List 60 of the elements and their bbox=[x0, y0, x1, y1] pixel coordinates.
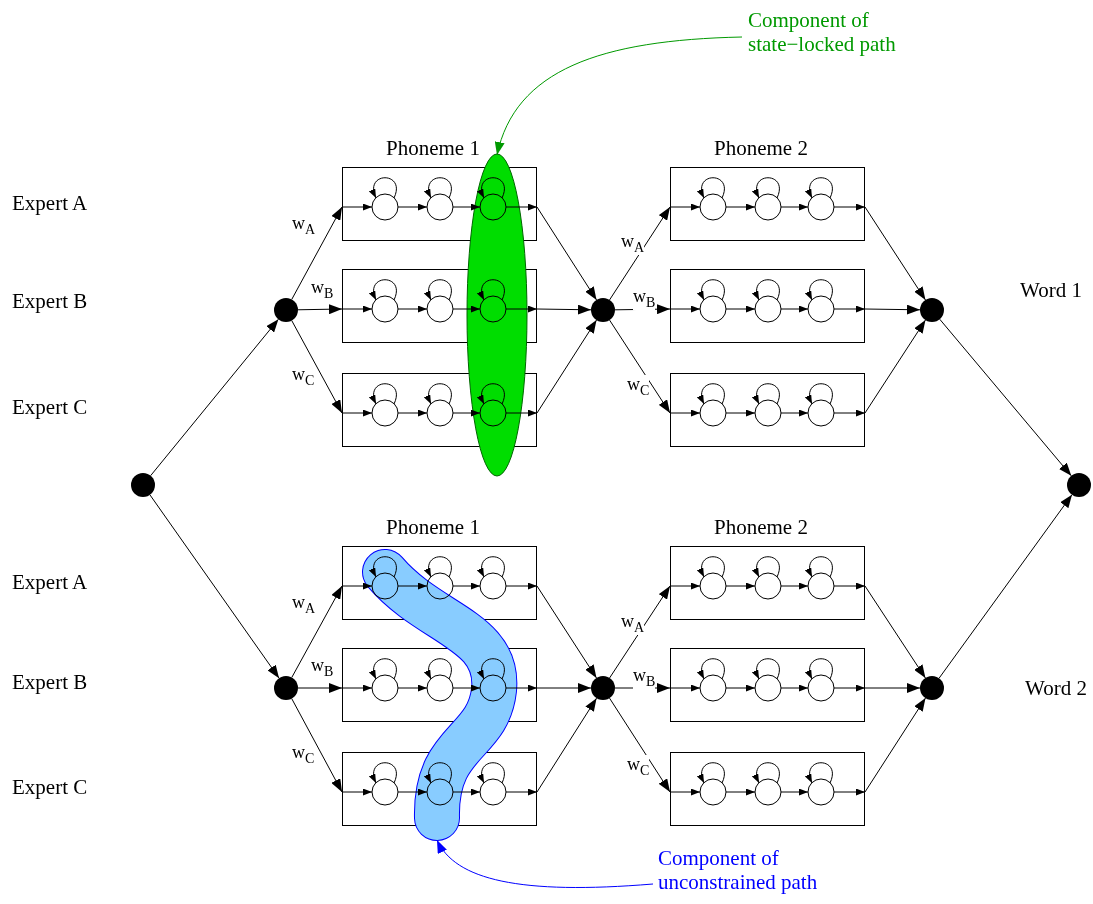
arrow bbox=[536, 697, 598, 793]
arrow bbox=[609, 319, 671, 414]
leader-line bbox=[436, 839, 654, 888]
edge-label: w$_{C}$ bbox=[627, 375, 650, 398]
group-label: Phoneme 2 bbox=[714, 515, 808, 540]
arrow bbox=[609, 697, 671, 793]
group-label: Expert A bbox=[12, 570, 88, 595]
group-label: Expert A bbox=[12, 191, 88, 216]
phoneme-model-box bbox=[670, 373, 865, 447]
group-label: Expert B bbox=[12, 289, 88, 314]
arrow bbox=[150, 318, 279, 477]
word-label: Word 1 bbox=[1020, 278, 1082, 303]
arrow bbox=[536, 304, 592, 315]
arrow bbox=[291, 206, 343, 300]
group-label: Expert C bbox=[12, 395, 88, 420]
arrow bbox=[291, 698, 343, 793]
arrow bbox=[291, 585, 343, 678]
phoneme-model-box bbox=[670, 269, 865, 343]
arrow bbox=[536, 319, 598, 414]
arrow bbox=[864, 683, 921, 693]
arrow bbox=[864, 206, 926, 301]
junction-dot bbox=[920, 298, 944, 322]
arrow bbox=[609, 585, 671, 679]
phoneme-model-box bbox=[670, 546, 865, 620]
arrow bbox=[536, 206, 598, 301]
junction-dot bbox=[274, 298, 298, 322]
arrow bbox=[939, 318, 1072, 477]
arrow bbox=[297, 683, 343, 693]
group-label: Phoneme 1 bbox=[386, 136, 480, 161]
arrow bbox=[864, 304, 921, 315]
junction-dot bbox=[274, 676, 298, 700]
junction-dot bbox=[131, 473, 155, 497]
callout-text: Component of state−locked path bbox=[748, 8, 897, 57]
arrow bbox=[938, 494, 1073, 679]
arrow bbox=[609, 206, 671, 301]
edge-label: w$_{C}$ bbox=[627, 755, 650, 778]
arrow bbox=[536, 683, 592, 693]
leader-line bbox=[495, 36, 743, 156]
junction-dot bbox=[591, 298, 615, 322]
arrow bbox=[149, 494, 280, 679]
arrow bbox=[864, 697, 926, 793]
arrow bbox=[297, 304, 343, 315]
arrow bbox=[864, 585, 926, 679]
group-label: Phoneme 2 bbox=[714, 136, 808, 161]
group-label: Expert B bbox=[12, 670, 88, 695]
arrow bbox=[614, 683, 671, 693]
group-label: Expert C bbox=[12, 775, 88, 800]
arrow bbox=[536, 585, 597, 679]
arrow bbox=[614, 304, 671, 315]
callout-text: Component of unconstrained path bbox=[658, 846, 819, 895]
phoneme-model-box bbox=[670, 167, 865, 241]
phoneme-model-box bbox=[670, 648, 865, 722]
junction-dot bbox=[920, 676, 944, 700]
junction-dot bbox=[591, 676, 615, 700]
arrow bbox=[291, 320, 343, 414]
junction-dot bbox=[1067, 473, 1091, 497]
arrow bbox=[864, 319, 926, 414]
phoneme-model-box bbox=[670, 752, 865, 826]
group-label: Phoneme 1 bbox=[386, 515, 480, 540]
word-label: Word 2 bbox=[1025, 676, 1087, 701]
